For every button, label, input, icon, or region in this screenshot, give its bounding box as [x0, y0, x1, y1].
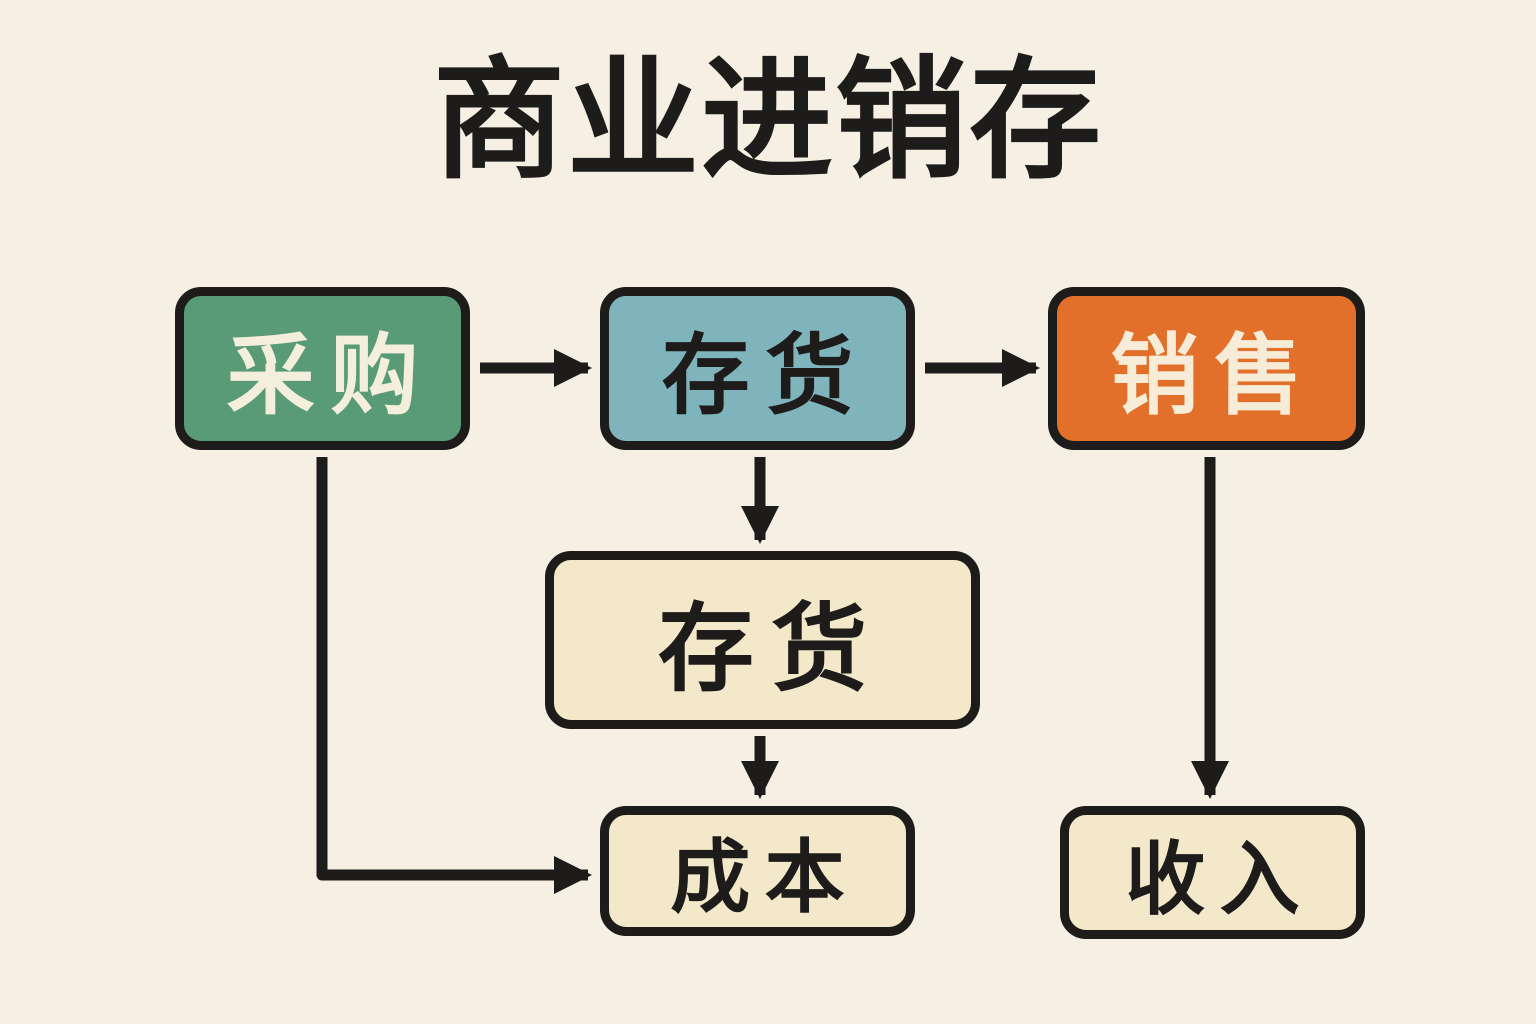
node-revenue: 收入: [1060, 806, 1365, 939]
diagram-title: 商业进销存: [433, 44, 1103, 198]
node-sales-label: 销售: [1110, 324, 1319, 427]
node-inventory-flow-label: 存货: [661, 324, 870, 427]
node-inventory-stock-label: 存货: [657, 592, 885, 705]
node-sales: 销售: [1048, 287, 1365, 450]
node-revenue-label: 收入: [1125, 832, 1315, 926]
node-inventory-flow: 存货: [600, 287, 915, 450]
node-inventory-stock: 存货: [545, 551, 980, 729]
node-cost: 成本: [600, 806, 915, 936]
node-purchase: 采购: [175, 287, 470, 450]
node-cost-label: 成本: [670, 831, 860, 924]
node-purchase-label: 采购: [226, 324, 435, 427]
